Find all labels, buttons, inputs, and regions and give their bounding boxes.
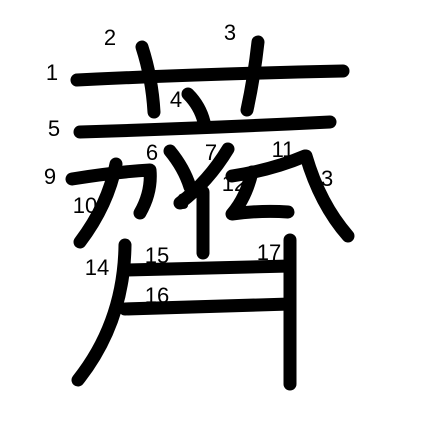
stroke-7 bbox=[173, 142, 235, 210]
stroke-number-14: 14 bbox=[85, 255, 109, 280]
stroke-number-10: 10 bbox=[73, 193, 97, 218]
stroke-number-17: 17 bbox=[257, 240, 281, 265]
stroke-12 bbox=[225, 165, 295, 221]
stroke-13 bbox=[299, 149, 355, 243]
stroke-number-5: 5 bbox=[48, 116, 60, 141]
stroke-14 bbox=[71, 238, 132, 387]
stroke-number-8: 8 bbox=[177, 189, 189, 214]
stroke-number-16: 16 bbox=[145, 283, 169, 308]
stroke-5 bbox=[73, 115, 337, 139]
stroke-2 bbox=[135, 40, 161, 119]
stroke-4 bbox=[181, 87, 211, 129]
stroke-1 bbox=[70, 64, 350, 87]
character-strokes bbox=[65, 35, 355, 391]
stroke-number-2: 2 bbox=[104, 25, 116, 50]
stroke-number-11: 11 bbox=[272, 137, 295, 162]
stroke-number-12: 12 bbox=[222, 171, 246, 196]
stroke-number-9: 9 bbox=[44, 164, 56, 189]
stroke-10 bbox=[73, 157, 123, 249]
stroke-number-3: 3 bbox=[224, 20, 236, 45]
stroke-number-4: 4 bbox=[170, 87, 182, 112]
stroke-6 bbox=[163, 144, 197, 194]
stroke-9 bbox=[65, 163, 157, 220]
stroke-number-13: 13 bbox=[309, 166, 333, 191]
stroke-number-labels: 1 2 3 4 5 6 7 8 9 10 11 12 13 14 15 16 1… bbox=[44, 20, 333, 308]
stroke-11 bbox=[225, 149, 312, 183]
stroke-16 bbox=[118, 297, 297, 316]
stroke-number-6: 6 bbox=[146, 140, 158, 165]
stroke-number-7: 7 bbox=[205, 140, 217, 165]
stroke-number-15: 15 bbox=[145, 243, 169, 268]
stroke-3 bbox=[240, 35, 265, 117]
stroke-15 bbox=[118, 259, 297, 277]
stroke-number-1: 1 bbox=[46, 60, 58, 85]
